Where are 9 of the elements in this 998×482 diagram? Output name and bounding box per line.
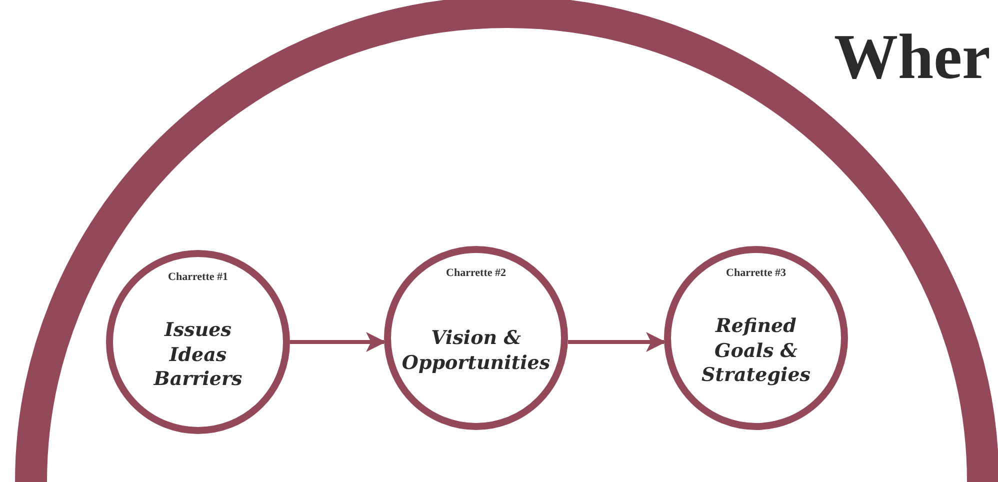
- arrow: [568, 332, 666, 352]
- title: Wher: [834, 20, 990, 94]
- charrette-label: Charrette #1: [168, 271, 228, 283]
- charrette-label: Charrette #2: [446, 267, 506, 279]
- arrow: [290, 332, 386, 352]
- topic-text: Issues Ideas Barriers: [154, 318, 242, 392]
- topic-text: Refined Goals & Strategies: [702, 314, 810, 388]
- charrette-label: Charrette #3: [726, 267, 786, 279]
- topic-text: Vision & Opportunities: [402, 326, 550, 376]
